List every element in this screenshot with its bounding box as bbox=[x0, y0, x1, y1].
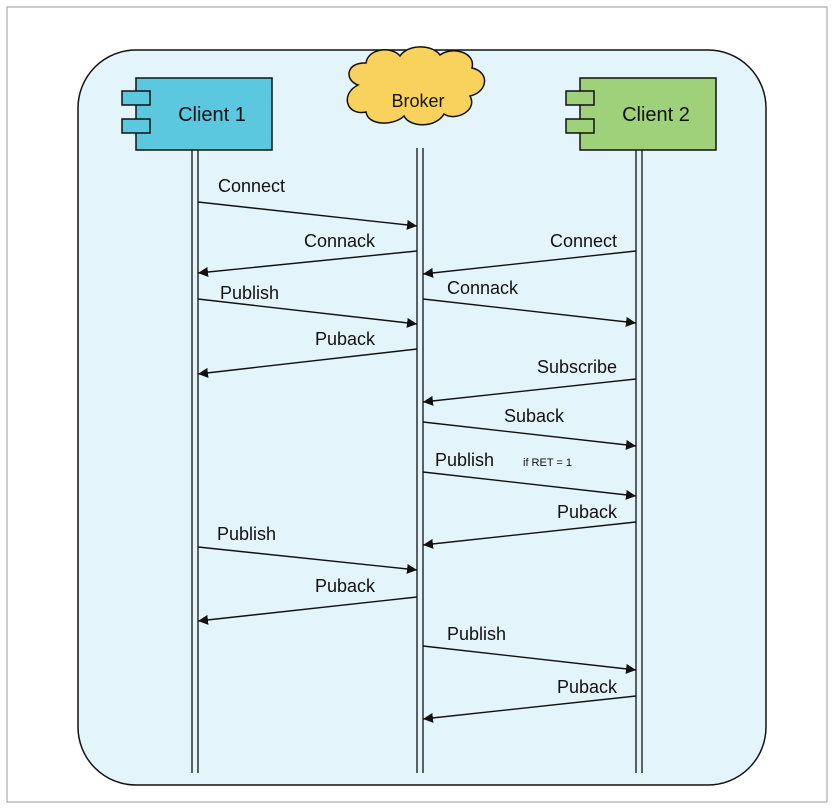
client2-port-bottom-icon bbox=[565, 118, 595, 134]
message-label-6: Puback bbox=[315, 329, 376, 349]
message-label-2: Connack bbox=[304, 231, 376, 251]
message-arrow-11 bbox=[197, 546, 418, 574]
message-label-13: Publish bbox=[447, 624, 506, 644]
message-label-11: Publish bbox=[217, 524, 276, 544]
message-label-1: Connect bbox=[218, 176, 285, 196]
broker-label: Broker bbox=[391, 91, 444, 111]
client2-port-top-icon bbox=[565, 90, 595, 106]
message-label-14: Puback bbox=[557, 677, 618, 697]
broker-cloud-shape bbox=[346, 46, 486, 126]
message-label-9: Publish bbox=[435, 450, 494, 470]
lifeline-client1 bbox=[191, 150, 199, 773]
message-label-5: Connack bbox=[447, 278, 519, 298]
client2-box bbox=[579, 77, 717, 151]
message-arrow-3 bbox=[422, 250, 637, 278]
client1-box bbox=[135, 77, 273, 151]
client2-label: Client 2 bbox=[622, 104, 690, 126]
message-label-8: Suback bbox=[504, 406, 565, 426]
message-label-4: Publish bbox=[220, 283, 279, 303]
client1-port-top-icon bbox=[121, 90, 151, 106]
message-arrow-6 bbox=[197, 348, 418, 378]
message-arrow-9 bbox=[422, 471, 637, 500]
lifeline-client2 bbox=[635, 150, 643, 773]
client1-component: Client 1 bbox=[121, 77, 273, 151]
diagram-panel bbox=[77, 49, 767, 786]
message-label-12: Puback bbox=[315, 576, 376, 596]
message-arrow-4 bbox=[197, 298, 418, 328]
message-note-9: if RET = 1 bbox=[523, 457, 572, 469]
message-label-3: Connect bbox=[550, 231, 617, 251]
message-label-7: Subscribe bbox=[537, 357, 617, 377]
lifeline-broker bbox=[416, 148, 424, 773]
message-label-10: Puback bbox=[557, 502, 618, 522]
client1-label: Client 1 bbox=[178, 104, 246, 126]
message-arrow-10 bbox=[422, 521, 637, 549]
message-arrow-1 bbox=[197, 201, 418, 230]
message-arrow-13 bbox=[422, 645, 637, 674]
message-arrow-8 bbox=[422, 421, 637, 450]
message-arrow-12 bbox=[197, 596, 418, 625]
client1-port-bottom-icon bbox=[121, 118, 151, 134]
message-arrow-5 bbox=[422, 298, 637, 327]
broker-cloud: Broker bbox=[346, 46, 486, 126]
client2-component: Client 2 bbox=[565, 77, 717, 151]
message-arrow-2 bbox=[197, 250, 418, 277]
message-arrow-7 bbox=[422, 378, 637, 406]
message-arrow-14 bbox=[422, 695, 637, 723]
